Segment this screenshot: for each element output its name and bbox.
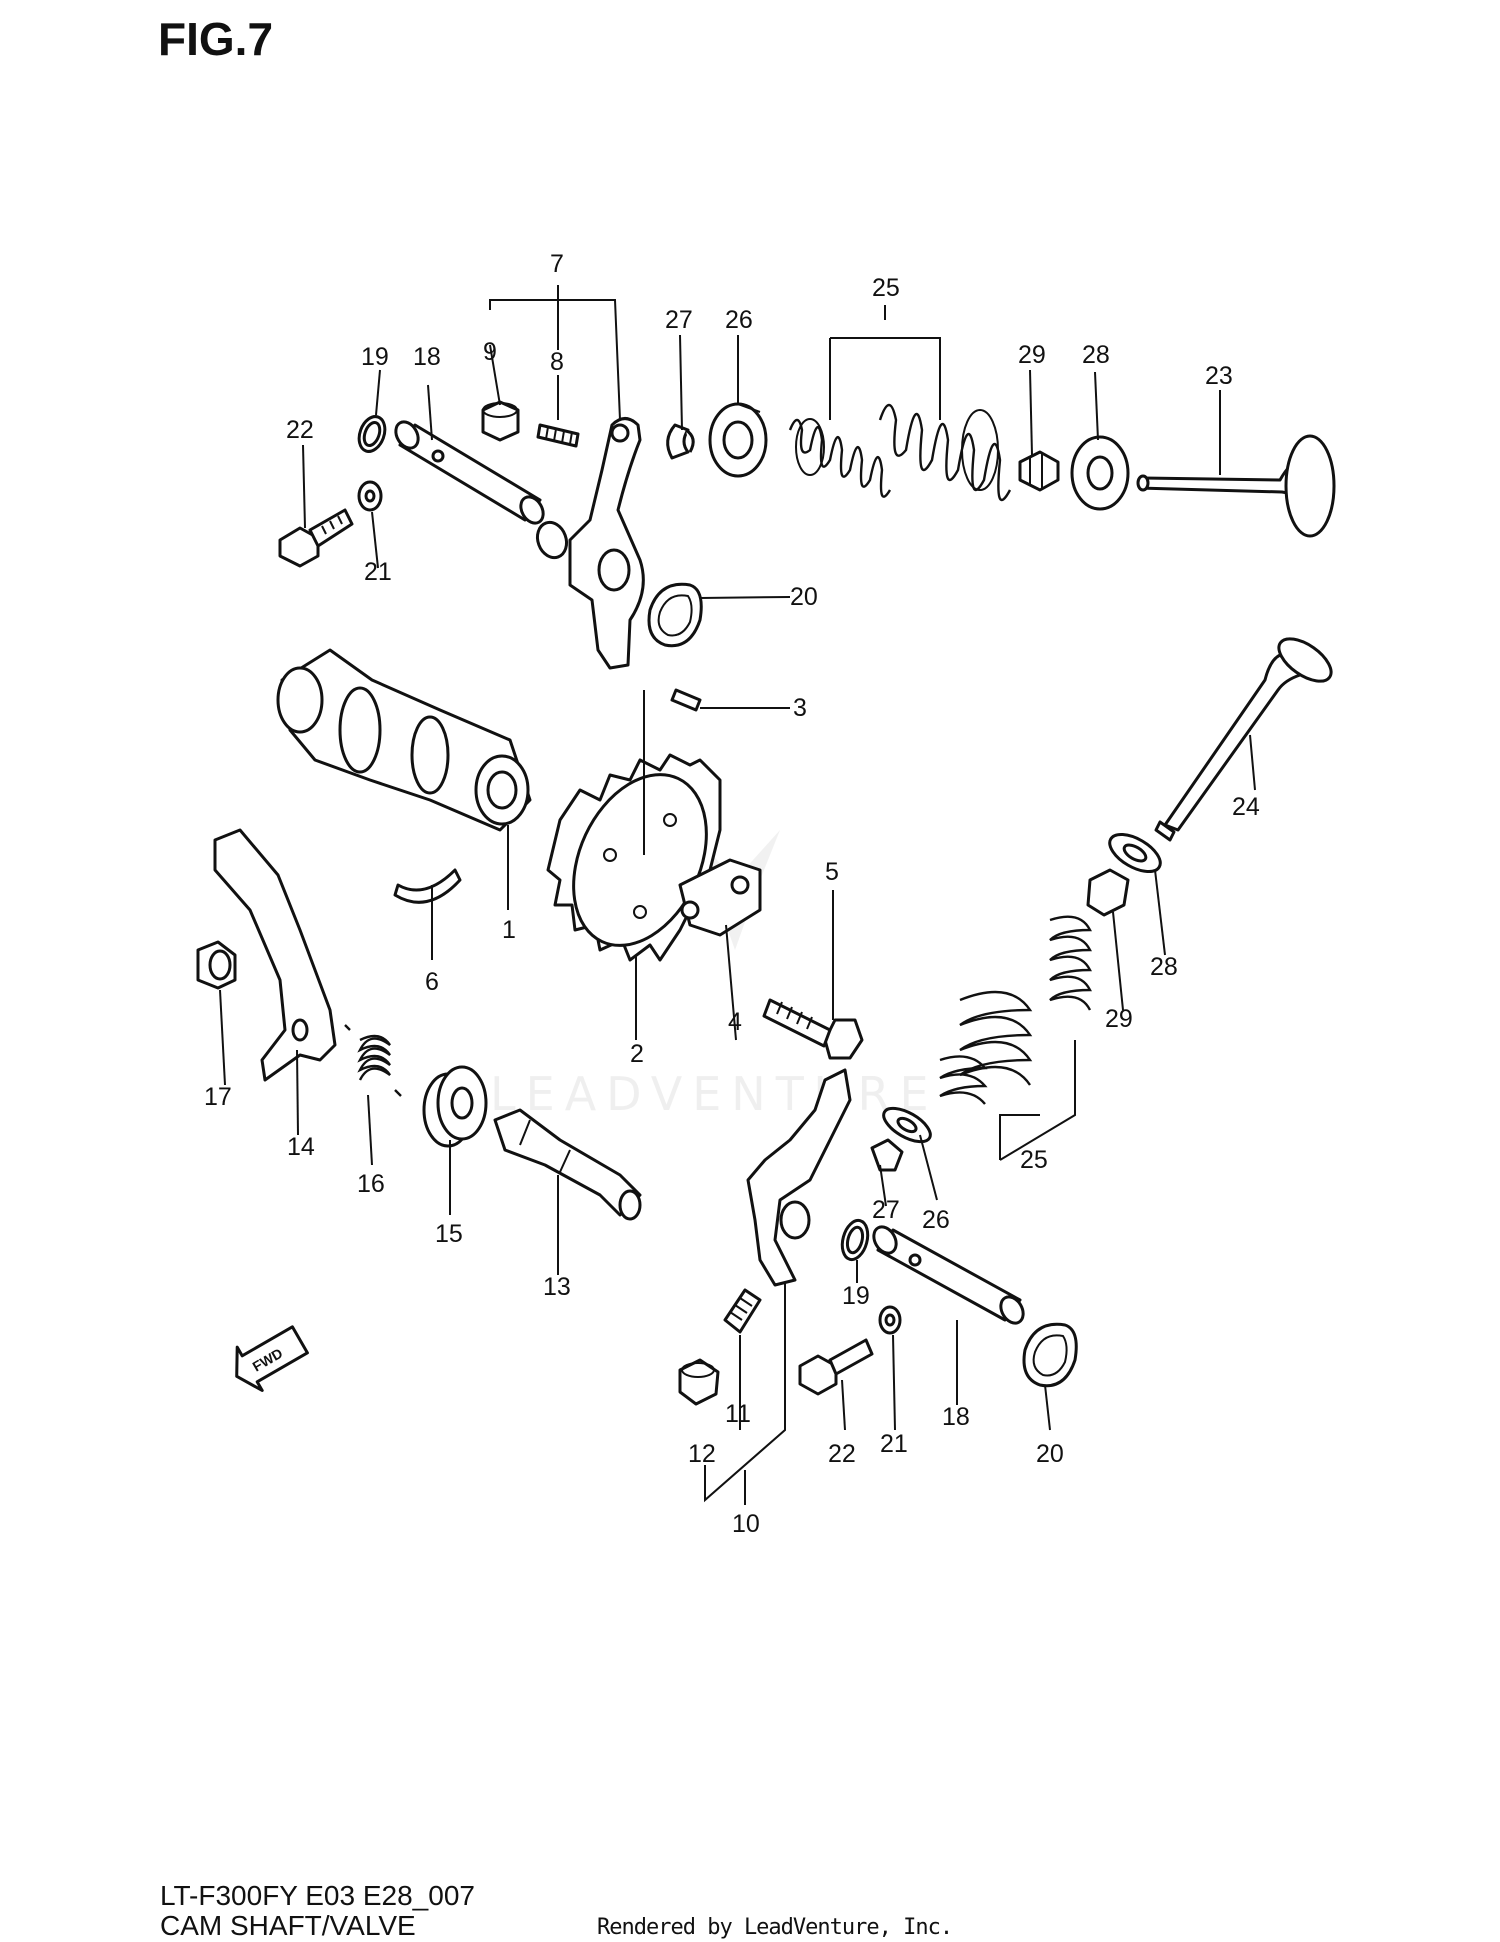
callout-23: 23 bbox=[1205, 362, 1233, 390]
leader-lines bbox=[219, 285, 1256, 1505]
stem-seal-29-lower bbox=[1086, 868, 1130, 917]
bearing-15 bbox=[422, 1065, 488, 1148]
callout-22-lower: 22 bbox=[828, 1440, 856, 1468]
callout-19-top: 19 bbox=[361, 343, 389, 371]
nut-9-top bbox=[481, 400, 520, 442]
callout-26-lower: 26 bbox=[922, 1206, 950, 1234]
callout-9: 9 bbox=[483, 338, 497, 366]
callout-21-lower: 21 bbox=[880, 1430, 908, 1458]
model-code: LT-F300FY E03 E28_007 bbox=[160, 1880, 475, 1911]
section-title: CAM SHAFT/VALVE bbox=[160, 1910, 416, 1941]
adjust-screw-8-top bbox=[536, 423, 580, 448]
callout-27-lower: 27 bbox=[872, 1196, 900, 1224]
fwd-arrow-icon: FWD bbox=[235, 1325, 309, 1392]
cotter-27-lower bbox=[870, 1138, 904, 1172]
callout-1: 1 bbox=[502, 916, 516, 944]
sprocket-2 bbox=[546, 753, 722, 962]
callout-29-lower: 29 bbox=[1105, 1005, 1133, 1033]
gasket-20-lower bbox=[1022, 1322, 1078, 1388]
spring-seat-28-lower bbox=[1108, 832, 1162, 874]
callout-21-top: 21 bbox=[364, 558, 392, 586]
callout-28-lower: 28 bbox=[1150, 953, 1178, 981]
decomp-shaft-13 bbox=[493, 1108, 642, 1221]
lock-washer-4 bbox=[678, 858, 762, 937]
callout-26-top: 26 bbox=[725, 306, 753, 334]
valve-23 bbox=[1136, 434, 1336, 538]
callout-19-lower: 19 bbox=[842, 1282, 870, 1310]
callout-12: 12 bbox=[688, 1440, 716, 1468]
nut-17 bbox=[196, 940, 237, 990]
callout-10: 10 bbox=[732, 1510, 760, 1538]
watermark-text: LEADVENTURE bbox=[490, 1067, 939, 1121]
callout-16: 16 bbox=[357, 1170, 385, 1198]
callout-29-top: 29 bbox=[1018, 341, 1046, 369]
callout-27-top: 27 bbox=[665, 306, 693, 334]
figure-title: FIG.7 bbox=[158, 13, 274, 65]
callout-17: 17 bbox=[204, 1083, 232, 1111]
adjust-screw-11-lower bbox=[723, 1288, 762, 1334]
oring-19-top bbox=[357, 415, 387, 453]
clip-6 bbox=[393, 868, 462, 904]
torsion-spring-16 bbox=[344, 1024, 402, 1097]
rocker-shaft-18-top bbox=[394, 420, 545, 525]
callout-25-top: 25 bbox=[872, 274, 900, 302]
callout-18-top: 18 bbox=[413, 343, 441, 371]
callout-22-top: 22 bbox=[286, 416, 314, 444]
callout-5: 5 bbox=[825, 858, 839, 886]
decomp-lever-14 bbox=[213, 828, 337, 1082]
callout-20-top: 20 bbox=[790, 583, 818, 611]
callout-18-lower: 18 bbox=[942, 1403, 970, 1431]
valve-springs-25-lower bbox=[939, 915, 1092, 1105]
gasket-20-top bbox=[647, 582, 703, 648]
retainer-26-lower bbox=[882, 1106, 932, 1144]
retainer-26-top bbox=[708, 402, 768, 478]
stem-seal-29-top bbox=[1018, 450, 1060, 492]
rocker-shaft-18-lower bbox=[872, 1225, 1025, 1325]
bolt-22-lower bbox=[798, 1338, 874, 1396]
render-credit: Rendered by LeadVenture, Inc. bbox=[597, 1915, 953, 1940]
pin-3 bbox=[670, 688, 702, 712]
nut-12-lower bbox=[678, 1358, 720, 1406]
rocker-arm-7-top bbox=[535, 417, 645, 670]
callout-11: 11 bbox=[725, 1400, 751, 1428]
bolt-22-top bbox=[278, 508, 354, 568]
callout-24: 24 bbox=[1232, 793, 1260, 821]
oring-19-lower bbox=[840, 1218, 870, 1262]
callout-numbers: 7 9 8 19 18 22 21 27 26 25 29 28 23 20 3… bbox=[204, 250, 1260, 1538]
callout-2: 2 bbox=[630, 1040, 644, 1068]
bolt-5 bbox=[762, 998, 864, 1060]
cotter-27-top bbox=[666, 423, 695, 460]
washer-21-lower bbox=[878, 1305, 902, 1335]
callout-13: 13 bbox=[543, 1273, 571, 1301]
washer-21-top bbox=[357, 480, 383, 512]
callout-6: 6 bbox=[425, 968, 439, 996]
callout-20-lower: 20 bbox=[1036, 1440, 1064, 1468]
callout-15: 15 bbox=[435, 1220, 463, 1248]
camshaft-1 bbox=[276, 648, 532, 832]
callout-28-top: 28 bbox=[1082, 341, 1110, 369]
callout-3: 3 bbox=[793, 694, 807, 722]
callout-25-lower: 25 bbox=[1020, 1146, 1048, 1174]
valve-springs-25-top bbox=[788, 403, 1012, 502]
callout-8: 8 bbox=[550, 348, 564, 376]
valve-24 bbox=[1154, 637, 1333, 842]
callout-4: 4 bbox=[728, 1008, 742, 1036]
callout-14: 14 bbox=[287, 1133, 315, 1161]
callout-7: 7 bbox=[550, 250, 564, 278]
spring-seat-28-top bbox=[1070, 435, 1130, 511]
